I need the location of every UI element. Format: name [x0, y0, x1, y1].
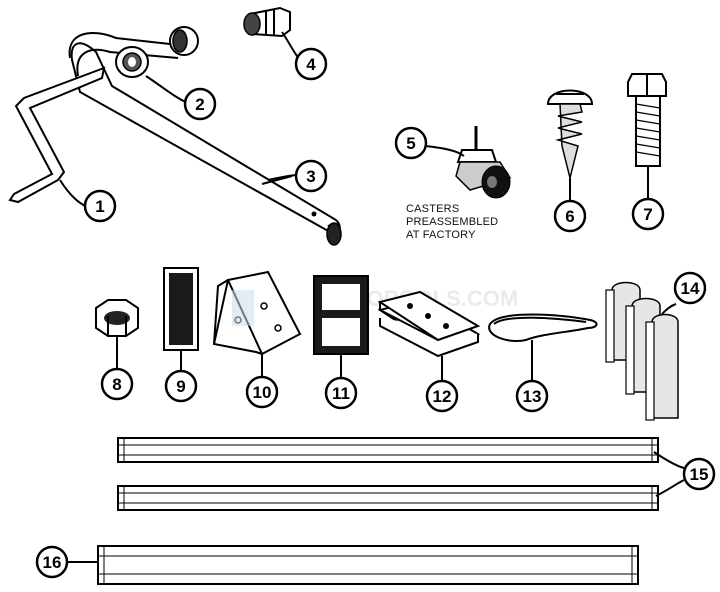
callout-13-label: 13 — [523, 387, 542, 406]
lower-rail-illustration — [97, 545, 639, 585]
end-cap-illustration — [243, 6, 291, 38]
callout-11-label: 11 — [332, 384, 350, 403]
bushing-illustration — [115, 46, 149, 78]
caster-illustration — [455, 126, 512, 199]
callout-14-label: 14 — [681, 279, 700, 298]
crank-handle-illustration — [8, 66, 106, 204]
callout-12-label: 12 — [433, 387, 452, 406]
caster-note-line-1: CASTERS — [406, 203, 459, 215]
mounting-bracket-illustration — [212, 270, 302, 356]
self-tapping-screw-illustration — [546, 89, 594, 179]
callout-2-label: 2 — [195, 95, 204, 114]
callout-16-label: 16 — [43, 553, 62, 572]
callout-9: 9 — [164, 369, 198, 403]
callout-3: 3 — [294, 159, 328, 193]
end-covers-illustration — [605, 281, 679, 421]
callout-1-label: 1 — [95, 197, 104, 216]
callout-1: 1 — [83, 189, 117, 223]
callout-6: 6 — [553, 199, 587, 233]
callout-7: 7 — [631, 197, 665, 231]
callout-15-label: 15 — [690, 465, 709, 484]
leader-lines — [59, 31, 685, 563]
callout-5: 5 — [394, 126, 428, 160]
black-pad-illustration — [163, 267, 199, 351]
callout-8-label: 8 — [112, 375, 121, 394]
hex-nut-illustration — [95, 299, 139, 337]
callout-6-label: 6 — [565, 207, 574, 226]
callout-8: 8 — [100, 367, 134, 401]
callout-10: 10 — [245, 375, 279, 409]
gasket-illustration — [313, 275, 369, 355]
callout-13: 13 — [515, 379, 549, 413]
callout-14: 14 — [673, 271, 707, 305]
upper-rails-illustration — [117, 437, 659, 511]
cable-tie-illustration — [488, 313, 598, 342]
hex-bolt-illustration — [627, 73, 667, 167]
callout-9-label: 9 — [176, 377, 185, 396]
callout-4: 4 — [294, 47, 328, 81]
callout-10-label: 10 — [253, 383, 272, 402]
callout-4-label: 4 — [306, 55, 316, 74]
roller-tube-illustration — [68, 26, 342, 246]
callout-5-label: 5 — [406, 134, 415, 153]
caster-note-line-3: AT FACTORY — [406, 229, 476, 241]
callout-12: 12 — [425, 379, 459, 413]
callout-3-label: 3 — [306, 167, 315, 186]
callout-16: 16 — [35, 545, 69, 579]
callout-15: 15 — [682, 457, 716, 491]
callout-11: 11 — [324, 376, 358, 410]
plates-illustration — [377, 290, 481, 358]
caster-note-line-2: PREASSEMBLED — [406, 216, 498, 228]
callout-2: 2 — [183, 87, 217, 121]
callout-7-label: 7 — [643, 205, 652, 224]
